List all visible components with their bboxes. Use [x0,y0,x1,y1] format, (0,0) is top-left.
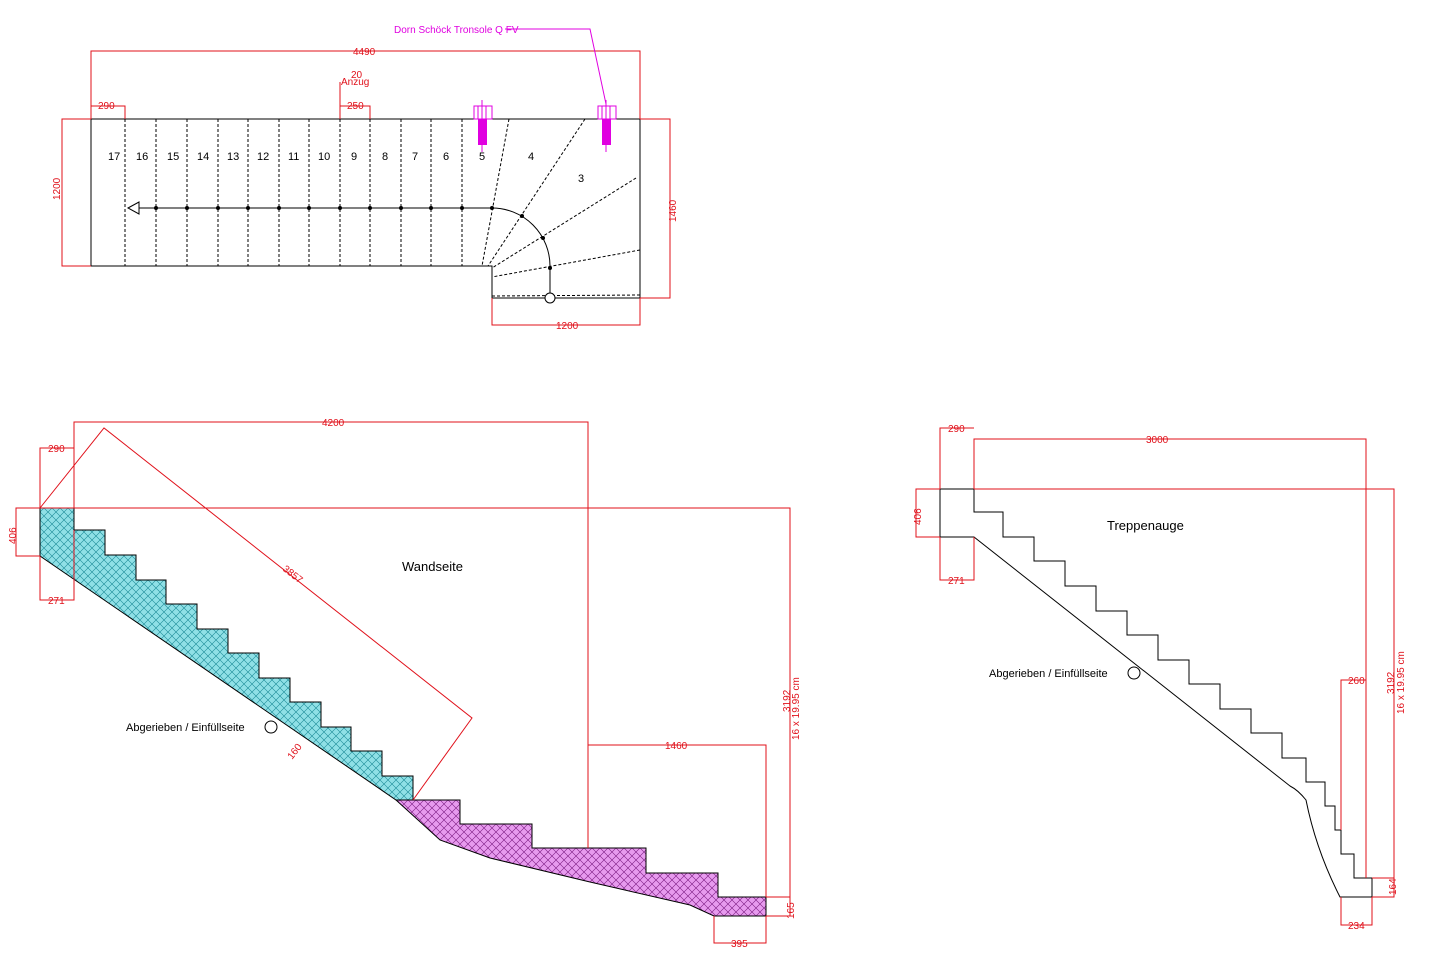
eye-flight-outline [939,488,1373,898]
eye-fill-label: Abgerieben / Einfüllseite [989,668,1108,680]
step-number: 13 [227,151,239,163]
dim-slope-label: Anzug [341,77,369,88]
step-number: 8 [382,151,388,163]
step-number: 11 [288,151,299,163]
anchor-label: Dorn Schöck Tronsole Q FV [394,25,519,36]
step-number: 16 [136,151,148,163]
wall-dim-top-left: 290 [48,444,65,455]
eye-dim-right-height: 3192 [1386,671,1397,694]
eye-dim-inner: 260 [1348,676,1365,687]
wall-side-elevation: 4200 290 406 271 3857 160 1460 3192 16 x… [8,418,802,950]
step-number: 5 [479,151,485,163]
step-number: 3 [578,173,584,185]
eye-dim-top-left: 290 [948,424,965,435]
eye-dim-bottom-height: 164 [1388,878,1399,895]
step-number: 10 [318,151,330,163]
stair-eye-elevation: 3000 290 406 271 260 3192 16 x 19.95 cm … [913,424,1407,932]
dim-tread: 250 [347,101,364,112]
wall-dim-right-height: 3192 [782,689,793,712]
wall-side-title: Wandseite [402,559,463,574]
dim-slope-value: 20 [351,70,363,81]
eye-dim-bottom-width: 234 [1348,921,1365,932]
step-number: 6 [443,151,449,163]
wall-dim-bottom-width: 395 [731,939,748,950]
wall-fill-label: Abgerieben / Einfüllseite [126,722,245,734]
plan-treads [124,118,641,297]
wall-dim-left-height: 406 [8,527,19,544]
step-number: 17 [108,151,120,163]
start-circle-icon [544,292,556,304]
dim-first-tread: 290 [98,101,115,112]
wall-flight-landing [394,799,767,917]
dim-plan-bottom-width: 1200 [556,321,579,332]
dim-total-length: 4490 [353,47,376,58]
step-number: 12 [257,151,269,163]
fill-side-circle-icon [264,720,278,734]
eye-dim-top: 3000 [1146,435,1169,446]
anchor-icons [473,28,617,152]
eye-dim-left-bottom: 271 [948,576,965,587]
wall-dim-bottom-height: 165 [786,902,797,919]
wall-dim-left-bottom: 271 [48,596,65,607]
walking-line [128,207,551,298]
eye-dim-right-steps: 16 x 19.95 cm [1396,651,1407,714]
walking-arrow-icon [126,201,140,215]
step-numbers: 17 16 15 14 13 12 11 10 9 8 7 6 5 4 3 [108,151,584,185]
step-number: 14 [197,151,209,163]
dim-plan-right-height: 1460 [668,199,679,222]
stair-eye-title: Treppenauge [1107,518,1184,533]
step-number: 9 [351,151,357,163]
wall-dim-right-steps: 16 x 19.95 cm [791,677,802,740]
wall-dim-top: 4200 [322,418,345,429]
eye-fill-side-circle-icon [1127,666,1141,680]
walking-dots [154,206,552,270]
wall-dim-lower-width: 1460 [665,741,688,752]
plan-dimensions: 4490 290 250 20 Anzug 1200 1460 1200 [52,47,679,332]
step-number: 7 [412,151,418,163]
dim-plan-width: 1200 [52,177,63,200]
wall-dim-thickness: 160 [286,742,305,762]
wall-flight-upper [39,507,414,801]
step-number: 15 [167,151,179,163]
plan-view: 17 16 15 14 13 12 11 10 9 8 7 6 5 4 3 44… [52,25,679,332]
step-number: 4 [528,151,534,163]
eye-dim-left-height: 406 [913,508,924,525]
